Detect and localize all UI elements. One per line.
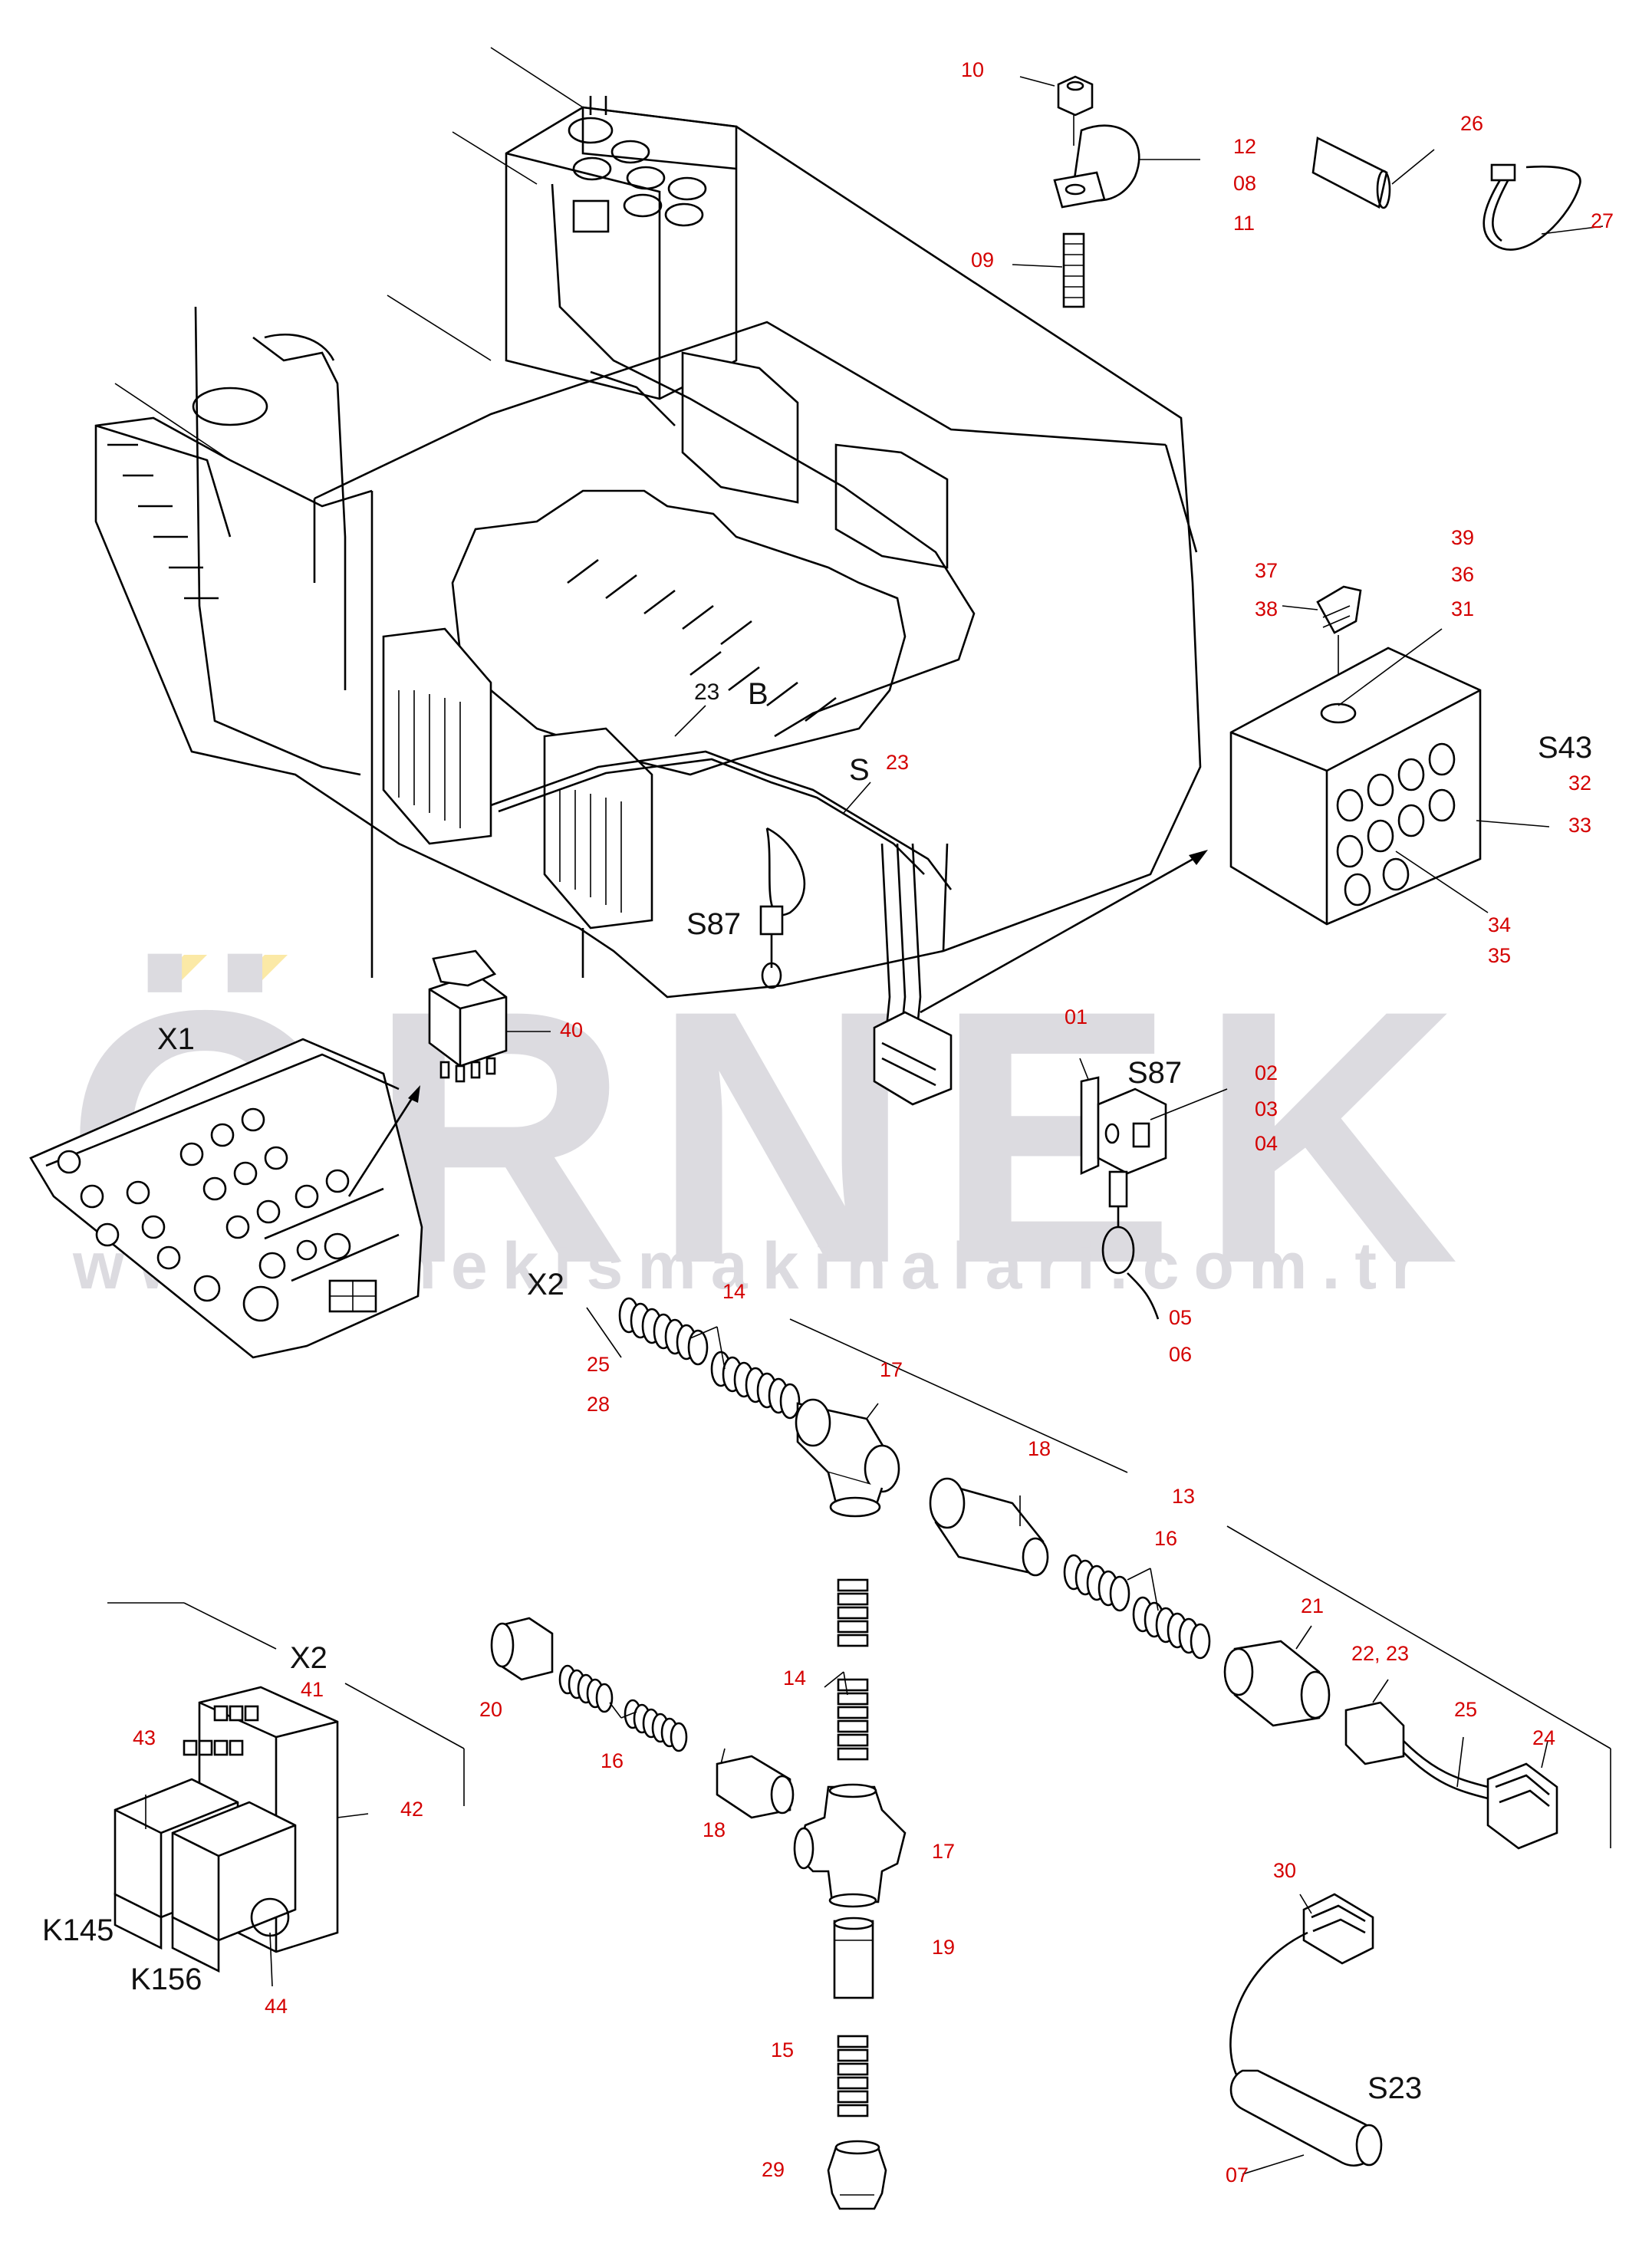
label-S: S [849, 753, 870, 787]
label-S23: S23 [1367, 2071, 1422, 2105]
callout-20: 20 [479, 1698, 502, 1721]
callout-12: 12 [1233, 135, 1256, 158]
label-X2-hose: X2 [527, 1268, 564, 1301]
callout-17: 17 [880, 1358, 903, 1381]
callout-31: 31 [1451, 597, 1474, 620]
callout-37: 37 [1255, 559, 1278, 582]
callout-06: 06 [1169, 1343, 1192, 1366]
callout-11: 11 [1233, 212, 1255, 235]
s23-sensor [1229, 1893, 1383, 2175]
label-23: 23 [694, 679, 719, 705]
callout-41: 41 [301, 1678, 324, 1701]
callout-09: 09 [971, 248, 994, 271]
callout-40: 40 [560, 1018, 583, 1041]
component-labels: 23 B S S87 S43 X1 S87 X2 X2 K145 K156 S2… [42, 677, 1592, 2105]
callout-27: 27 [1591, 209, 1614, 232]
callout-04: 04 [1255, 1132, 1278, 1155]
callout-05: 05 [1169, 1306, 1192, 1329]
callout-13: 13 [1172, 1485, 1195, 1508]
callout-26: 26 [1460, 112, 1483, 135]
callout-18: 18 [1028, 1437, 1051, 1460]
label-X1: X1 [157, 1022, 195, 1056]
s87-switch-detail [1079, 1058, 1228, 1320]
x2-hose-assembly [490, 1297, 1611, 2210]
callout-14-vertical: 14 [783, 1667, 806, 1690]
machine-assembly [94, 47, 1208, 1106]
callout-07: 07 [1226, 2163, 1249, 2186]
label-S87-detail: S87 [1127, 1056, 1182, 1090]
label-S87-main: S87 [686, 907, 741, 941]
watermark-umlaut-right [238, 955, 288, 982]
callout-numbers: 10 12 08 11 09 26 27 39 36 31 37 38 32 3… [133, 58, 1614, 2186]
watermark-umlaut-left [157, 955, 207, 982]
callout-16: 16 [1154, 1527, 1177, 1550]
callout-43: 43 [133, 1726, 156, 1749]
callout-15: 15 [771, 2038, 794, 2061]
callout-01: 01 [1065, 1005, 1088, 1028]
callout-19: 19 [932, 1936, 955, 1959]
callout-44: 44 [265, 1995, 288, 2018]
label-K145: K145 [42, 1913, 114, 1947]
callout-29: 29 [762, 2158, 785, 2181]
callout-14: 14 [722, 1280, 745, 1303]
callout-03: 03 [1255, 1097, 1278, 1120]
cable-tie [1483, 163, 1604, 251]
callout-34: 34 [1488, 913, 1511, 936]
callout-38: 38 [1255, 597, 1278, 620]
callout-42: 42 [400, 1798, 423, 1821]
callout-10: 10 [961, 58, 984, 81]
callout-18-left: 18 [703, 1818, 726, 1841]
x2-relay-block [107, 1602, 465, 1987]
callout-21: 21 [1301, 1594, 1324, 1617]
callout-35: 35 [1488, 944, 1511, 967]
label-K156: K156 [130, 1963, 202, 1996]
callout-22-23: 22, 23 [1351, 1642, 1409, 1665]
callout-30: 30 [1273, 1859, 1296, 1882]
selector-switch-40 [428, 949, 551, 1083]
label-S43: S43 [1538, 731, 1592, 765]
callout-24: 24 [1532, 1726, 1555, 1749]
conduit-piece [1311, 137, 1435, 209]
callout-39: 39 [1451, 526, 1474, 549]
s43-box [1229, 585, 1550, 926]
clamp-assembly [1012, 75, 1200, 308]
callout-08: 08 [1233, 172, 1256, 195]
callout-16-left: 16 [601, 1749, 624, 1772]
callout-32: 32 [1568, 772, 1591, 795]
callout-25-cable: 25 [1454, 1698, 1477, 1721]
callout-02: 02 [1255, 1061, 1278, 1084]
callout-28: 28 [587, 1393, 610, 1416]
callout-36: 36 [1451, 563, 1474, 586]
callout-25: 25 [587, 1353, 610, 1376]
callout-17-lower: 17 [932, 1840, 955, 1863]
label-X2-relay: X2 [290, 1641, 327, 1675]
label-B: B [748, 677, 768, 711]
x1-control-panel [29, 1038, 423, 1359]
callout-23: 23 [886, 751, 909, 774]
callout-33: 33 [1568, 814, 1591, 837]
